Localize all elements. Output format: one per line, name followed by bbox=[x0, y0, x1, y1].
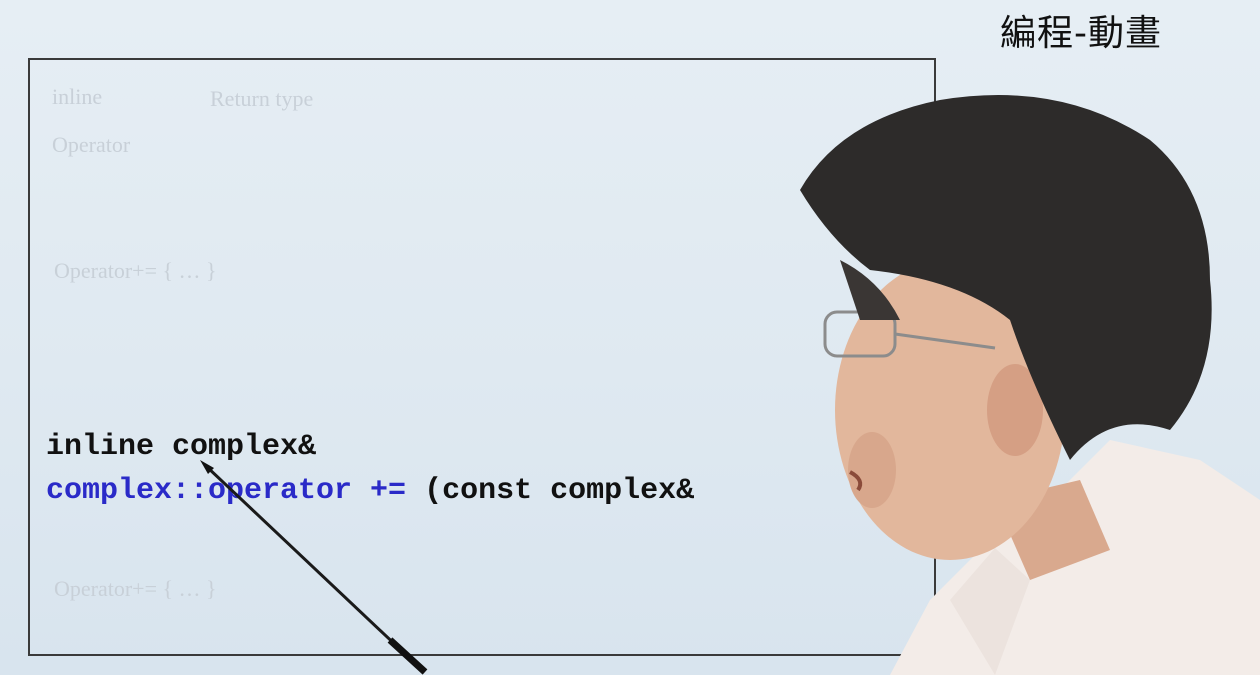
code-line-signature: complex::operator += (const complex& bbox=[46, 474, 694, 508]
faint-label-return-type: Return type bbox=[210, 86, 314, 111]
code-operator-name: complex::operator += bbox=[46, 474, 407, 508]
code-line-return-type: inline complex& bbox=[46, 430, 317, 464]
faint-label-inline: inline bbox=[52, 84, 103, 109]
faint-label-operator: Operator bbox=[52, 132, 131, 157]
faint-label-operator-body-2: Operator+= { … } bbox=[54, 576, 217, 601]
video-title: 編程-動畫 bbox=[1000, 13, 1162, 54]
presenter-image bbox=[800, 95, 1260, 675]
code-parameter: (const complex& bbox=[406, 474, 695, 508]
faint-label-operator-body-1: Operator+= { … } bbox=[54, 258, 217, 283]
